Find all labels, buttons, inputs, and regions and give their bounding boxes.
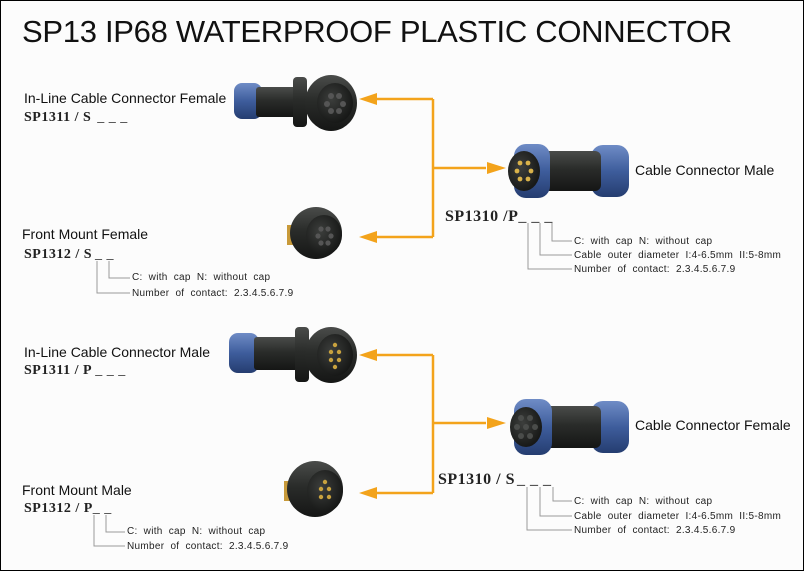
cable-male-note-diameter: Cable outer diameter I:4-6.5mm II:5-8mm xyxy=(574,250,782,261)
inline-male-code: SP1311 / P _ _ _ xyxy=(24,363,126,378)
arrow-head-icon xyxy=(359,93,377,105)
front-mount-male-code: SP1312 / P_ _ xyxy=(24,501,112,516)
front-mount-male-label: Front Mount Male xyxy=(22,482,132,498)
front-mount-female-note-cap: C: with cap N: without cap xyxy=(132,272,271,283)
cable-female-connector-image xyxy=(510,399,629,455)
arrow-head-icon xyxy=(359,231,377,243)
cable-male-connector-image xyxy=(508,144,629,198)
page-title: SP13 IP68 WATERPROOF PLASTIC CONNECTOR xyxy=(22,14,732,49)
front-mount-female-note-contacts: Number of contact: 2.3.4.5.6.7.9 xyxy=(132,288,294,299)
inline-female-connector-image xyxy=(234,75,357,131)
cable-female-note-diameter: Cable outer diameter I:4-6.5mm II:5-8mm xyxy=(574,511,782,522)
cable-male-note-cap: C: with cap N: without cap xyxy=(574,236,713,247)
inline-male-label: In-Line Cable Connector Male xyxy=(24,344,210,360)
cable-female-code: SP1310 / S_ _ _ xyxy=(438,471,552,488)
arrow-head-icon xyxy=(359,487,377,499)
cable-female-note-contacts: Number of contact: 2.3.4.5.6.7.9 xyxy=(574,525,736,536)
inline-female-code: SP1311 / S _ _ _ xyxy=(24,110,128,125)
front-mount-male-connector-image xyxy=(284,461,343,517)
bottom-arrow-group xyxy=(373,353,486,495)
cable-male-label: Cable Connector Male xyxy=(635,162,775,178)
front-mount-female-connector-image xyxy=(287,207,342,259)
front-mount-male-note-cap: C: with cap N: without cap xyxy=(127,526,266,537)
cable-female-label: Cable Connector Female xyxy=(635,417,791,433)
cable-male-note-contacts: Number of contact: 2.3.4.5.6.7.9 xyxy=(574,264,736,275)
cable-male-code: SP1310 /P_ _ _ xyxy=(445,208,553,225)
leader-lines-front-male xyxy=(93,515,125,547)
leader-lines-cable-female xyxy=(526,487,572,531)
top-arrow-group xyxy=(373,97,486,239)
inline-female-label: In-Line Cable Connector Female xyxy=(24,90,227,106)
leader-lines-front-female xyxy=(96,261,130,294)
front-mount-female-code: SP1312 / S_ _ xyxy=(24,247,115,262)
arrow-head-icon xyxy=(359,349,377,361)
front-mount-female-label: Front Mount Female xyxy=(22,226,149,242)
cable-female-note-cap: C: with cap N: without cap xyxy=(574,496,713,507)
inline-male-connector-image xyxy=(229,327,357,383)
arrow-head-icon xyxy=(487,162,506,174)
leader-lines-cable-male xyxy=(527,223,572,270)
arrow-head-icon xyxy=(487,417,506,429)
front-mount-male-note-contacts: Number of contact: 2.3.4.5.6.7.9 xyxy=(127,541,289,552)
